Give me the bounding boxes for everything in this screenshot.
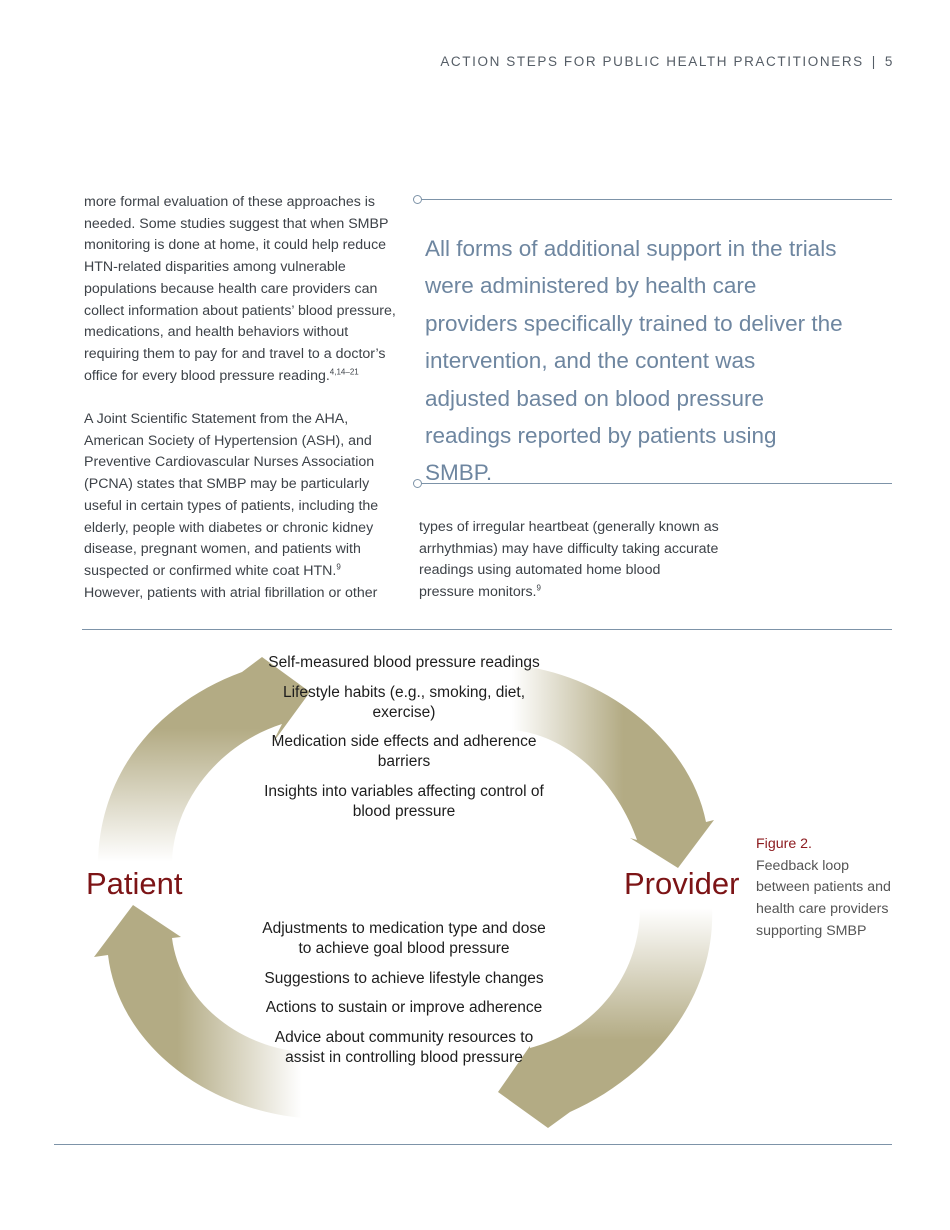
figure-top-divider	[82, 629, 892, 630]
patient-to-provider-list: Self-measured blood pressure readings Li…	[254, 653, 554, 831]
right-column: types of irregular heartbeat (generally …	[419, 517, 719, 604]
pull-quote-top-rule	[413, 195, 892, 204]
arrow-top-to-provider	[512, 665, 714, 868]
list-item: Medication side effects and adherence ba…	[271, 733, 537, 770]
list-item: Adjustments to medication type and dose …	[262, 920, 546, 957]
running-header: ACTION STEPS FOR PUBLIC HEALTH PRACTITIO…	[440, 54, 894, 69]
reference-superscript: 9	[336, 562, 341, 572]
arrow-bottom-to-patient	[94, 905, 302, 1118]
list-item: Advice about community resources to assi…	[274, 1028, 534, 1066]
paragraph-text: more formal evaluation of these approach…	[84, 194, 396, 384]
patient-label: Patient	[86, 866, 183, 901]
provider-to-patient-list: Adjustments to medication type and dose …	[254, 919, 554, 1077]
provider-label: Provider	[624, 866, 740, 901]
arrow-provider-to-bottom	[498, 908, 713, 1128]
running-title: ACTION STEPS FOR PUBLIC HEALTH PRACTITIO…	[440, 54, 864, 69]
list-item: Actions to sustain or improve adherence	[265, 999, 543, 1016]
list-item: Suggestions to achieve lifestyle changes	[264, 969, 544, 987]
pull-quote: All forms of additional support in the t…	[425, 236, 843, 486]
caption-text: Feedback loop between patients and healt…	[756, 857, 891, 939]
list-item: Self-measured blood pressure readings	[268, 654, 540, 671]
page-number: 5	[884, 54, 894, 69]
left-column: more formal evaluation of these approach…	[84, 192, 396, 626]
list-item: Lifestyle habits (e.g., smoking, diet, e…	[282, 683, 526, 721]
feedback-loop-diagram	[94, 657, 714, 1128]
caption-title: Figure 2.	[756, 836, 812, 852]
paragraph-continuation: However, patients with atrial fibrillati…	[84, 584, 378, 601]
list-item: Insights into variables affecting contro…	[264, 782, 544, 820]
paragraph-text: A Joint Scientific Statement from the AH…	[84, 411, 379, 579]
bottom-rule	[54, 1144, 892, 1145]
arrow-patient-to-top	[98, 657, 310, 862]
paragraph-text: types of irregular heartbeat (generally …	[419, 519, 719, 601]
pull-quote-bottom-rule	[413, 479, 892, 488]
figure-caption: Figure 2. Feedback loop between patients…	[756, 834, 906, 943]
reference-superscript: 4,14–21	[329, 366, 359, 376]
body-paragraph-1: more formal evaluation of these approach…	[84, 192, 396, 387]
body-paragraph-2: A Joint Scientific Statement from the AH…	[84, 409, 396, 604]
reference-superscript: 9	[536, 583, 541, 593]
header-separator: |	[871, 54, 877, 69]
